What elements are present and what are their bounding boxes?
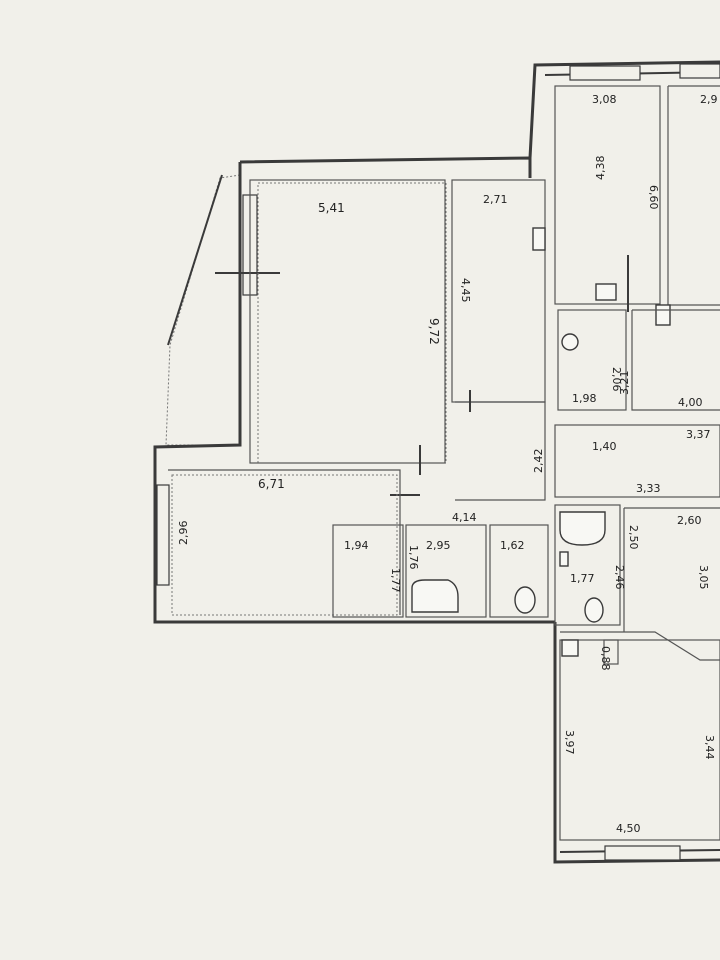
dim-living-width: 5,41 [318, 201, 345, 215]
dim-right-room-length: 6,60 [647, 185, 660, 210]
window-bottom [604, 845, 681, 861]
dim-wc-width: 2,95 [426, 539, 451, 552]
dim-bath-right-extra: 2,46 [613, 565, 626, 590]
dim-living-length: 9,72 [427, 318, 441, 345]
dim-bath-small-length: 2,06 [610, 367, 623, 392]
closet [332, 524, 404, 618]
dim-bedroom-top-width: 3,08 [592, 93, 617, 106]
bath-small-sink [561, 333, 579, 351]
kitchen-walls [168, 469, 401, 615]
window-kitchen [156, 484, 170, 586]
outer-wall-main [153, 156, 555, 624]
dim-mid-right-length: 3,21 [618, 371, 631, 396]
toilet-icon [514, 586, 536, 614]
dim-kitchen-length: 2,96 [177, 521, 190, 546]
balcony-edge [167, 174, 223, 346]
hall-corridor [455, 401, 546, 501]
dim-kitchen-width: 6,71 [258, 477, 285, 491]
room-right-bottom [560, 631, 720, 661]
wc [405, 524, 487, 618]
balcony-outline [165, 174, 241, 446]
dim-room-a-length: 4,45 [459, 278, 472, 303]
bath-right-fixture [559, 551, 569, 567]
dim-wc2-width: 1,62 [500, 539, 525, 552]
corridor [554, 424, 720, 498]
bathtub-wc [411, 579, 459, 613]
right-room-fixture [655, 304, 671, 326]
bathtub-right [559, 511, 606, 546]
bottom-room [559, 639, 720, 841]
dim-closet-width: 1,94 [344, 539, 369, 552]
window-top-1 [569, 65, 641, 81]
dim-room-a-width: 2,71 [483, 193, 508, 206]
dim-room-right-width: 2,60 [677, 514, 702, 527]
bedroom-top [554, 85, 661, 305]
wc2 [489, 524, 549, 618]
dim-corridor-a: 1,40 [592, 440, 617, 453]
dim-bath-right-length: 2,50 [627, 525, 640, 550]
dim-room-right-length: 3,05 [697, 565, 710, 590]
dim-right-room-width: 2,9 [700, 93, 718, 106]
room-right [623, 507, 720, 632]
dim-corridor-length: 2,42 [532, 449, 545, 474]
bottom-room-fixture [561, 639, 579, 657]
dim-bath-right-width: 1,77 [570, 572, 595, 585]
right-room [667, 85, 720, 306]
dim-bottom-room-length2: 3,44 [703, 735, 716, 760]
dim-bottom-room-length: 3,97 [563, 730, 576, 755]
toilet-right-icon [584, 597, 604, 623]
bath-small [557, 309, 627, 411]
dim-closet-length: 1,77 [389, 568, 402, 593]
living-room [257, 182, 447, 464]
window-top-2 [679, 63, 720, 79]
dim-bottom-room-width: 4,50 [616, 822, 641, 835]
dim-bedroom-top-length: 4,38 [594, 156, 607, 181]
outer-wall-lower-right [553, 622, 720, 864]
dim-corridor-b: 3,37 [686, 428, 711, 441]
living-room-walls [249, 179, 446, 464]
dim-small-label: 0,88 [599, 646, 612, 671]
dim-corridor-c: 3,33 [636, 482, 661, 495]
outer-wall-right-upper [528, 60, 720, 159]
dim-bath-small-width: 1,98 [572, 392, 597, 405]
bedroom-top-fixture [595, 283, 617, 301]
bath-right [554, 504, 621, 626]
dim-wc-length: 1,76 [407, 545, 420, 570]
dim-mid-right-width: 4,00 [678, 396, 703, 409]
room-a-fixture [532, 227, 546, 251]
kitchen [171, 474, 398, 616]
mid-right-room [631, 309, 720, 411]
dim-hall-width: 4,14 [452, 511, 477, 524]
